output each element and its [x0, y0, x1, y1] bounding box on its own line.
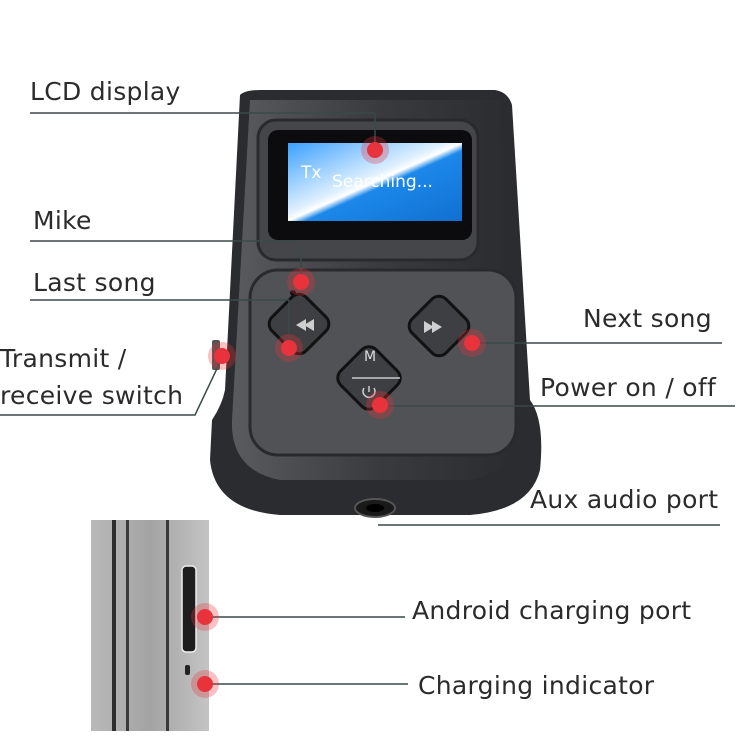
label-switch-line1: Transmit / — [0, 344, 127, 373]
device-body — [210, 90, 542, 518]
marker-switch — [208, 342, 236, 370]
last-song-button[interactable] — [265, 290, 333, 358]
marker-mike — [287, 268, 315, 296]
leader-lines — [0, 112, 735, 685]
next-song-button[interactable] — [405, 292, 473, 360]
marker-power — [366, 391, 394, 419]
marker-next-song — [458, 329, 486, 357]
side-view-photo — [91, 520, 209, 731]
rewind-icon — [296, 319, 314, 331]
marker-android-port — [191, 603, 219, 631]
screen-status: Searching... — [332, 172, 433, 192]
marker-charging-indicator — [191, 670, 219, 698]
marker-last-song — [275, 334, 303, 362]
label-charging-indicator: Charging indicator — [418, 671, 655, 700]
label-next-song: Next song — [583, 304, 712, 333]
screen-mode: Tx — [301, 163, 322, 183]
micro-usb-port — [181, 565, 197, 653]
indicator-led — [185, 665, 190, 675]
label-mike: Mike — [33, 206, 92, 235]
label-lcd-display: LCD display — [30, 77, 181, 106]
label-power: Power on / off — [540, 373, 717, 402]
fast-forward-icon — [424, 321, 442, 333]
label-aux-port: Aux audio port — [530, 485, 719, 514]
label-last-song: Last song — [33, 268, 156, 297]
label-android-charging-port: Android charging port — [412, 596, 692, 625]
label-switch-line2: receive switch — [0, 381, 184, 410]
marker-lcd — [361, 136, 389, 164]
power-icon — [362, 386, 376, 398]
power-mode-button[interactable] — [334, 343, 405, 414]
mode-letter: M — [364, 349, 377, 365]
callout-markers — [191, 136, 486, 698]
